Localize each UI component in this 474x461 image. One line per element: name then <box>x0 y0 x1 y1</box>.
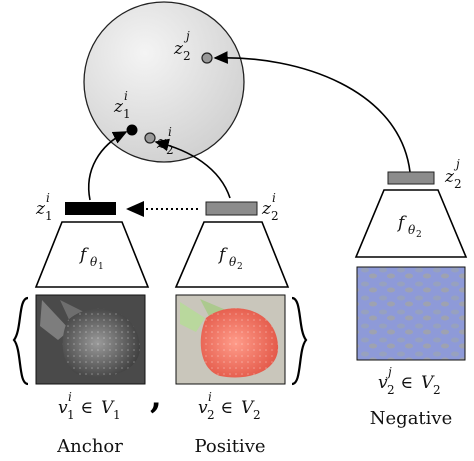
pair-separator: , <box>150 377 162 417</box>
positive-embedding-bar <box>205 201 258 216</box>
label-z1i-embedding: z1i <box>35 191 53 223</box>
point-z2j-negative <box>201 52 213 64</box>
right-brace <box>291 296 308 386</box>
negative-image <box>356 266 466 361</box>
label-z1i-sphere: z1i <box>113 89 131 121</box>
anchor-embedding-bar <box>65 202 116 215</box>
embedding-sphere <box>83 1 245 163</box>
positive-view-label: v2i ∈ V2 <box>198 390 261 422</box>
anchor-image <box>35 294 146 385</box>
anchor-view-label: v1i ∈ V1 <box>58 390 121 422</box>
anchor-encoder <box>34 221 150 288</box>
label-z2j-embedding: z2j <box>444 157 462 191</box>
point-z1i-anchor <box>126 124 138 136</box>
negative-embedding-bar <box>387 171 435 185</box>
point-z2i-positive <box>144 132 156 144</box>
positive-encoder <box>174 221 290 288</box>
left-brace <box>12 296 29 386</box>
label-z2i-embedding: z2i <box>261 191 279 223</box>
anchor-caption: Anchor <box>56 436 123 457</box>
negative-view-label: v2j ∈ V2 <box>378 365 441 397</box>
positive-image <box>175 294 286 385</box>
positive-caption: Positive <box>194 436 265 457</box>
label-z2j-sphere: z2j <box>173 29 191 63</box>
arrow-anchor-to-sphere <box>88 131 128 201</box>
negative-encoder <box>354 189 468 258</box>
negative-caption: Negative <box>370 408 452 429</box>
arrow-negative-to-sphere <box>213 51 411 173</box>
arrow-positive-to-sphere <box>154 138 231 199</box>
